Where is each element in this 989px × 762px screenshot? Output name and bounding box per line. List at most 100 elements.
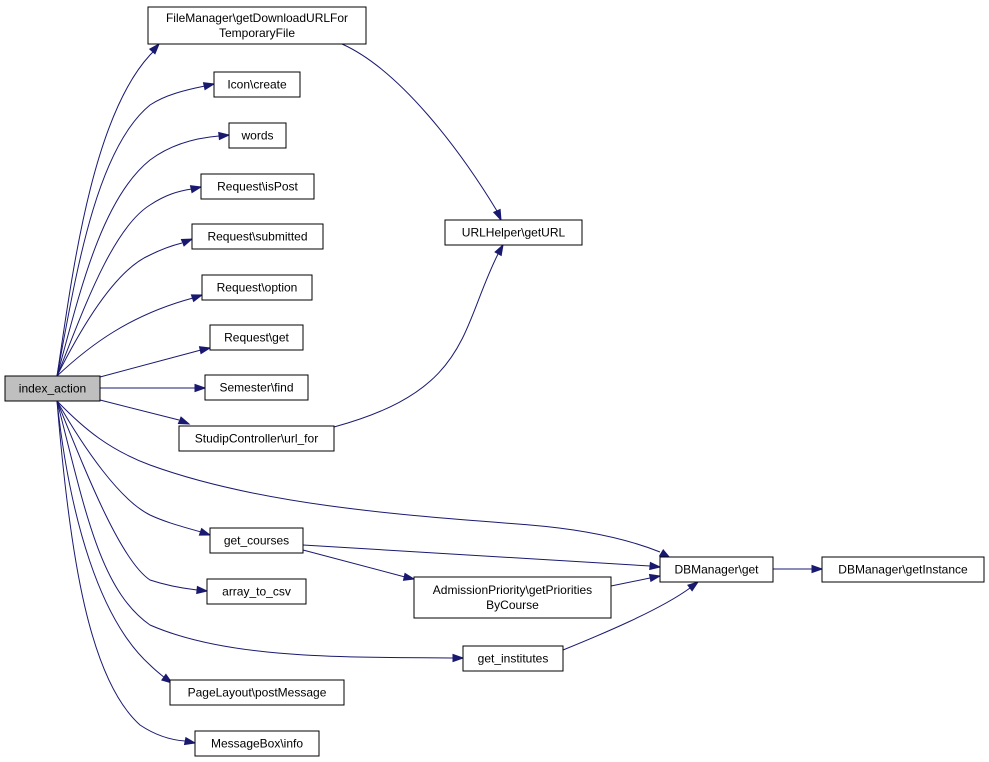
node-label: Request\submitted	[207, 230, 307, 244]
arrowhead	[148, 42, 161, 55]
edge-sc_url_for-to-url_geturl	[333, 243, 504, 428]
arrowhead	[202, 82, 216, 91]
node-req-submitted[interactable]: Request\submitted	[191, 223, 324, 250]
edge-index_action-to-get_courses	[56, 400, 212, 536]
edge-line	[56, 400, 166, 679]
arrowhead	[402, 572, 416, 581]
node-box	[413, 576, 612, 619]
arrowhead	[198, 346, 212, 355]
node-label: TemporaryFile	[219, 26, 295, 40]
node-box	[659, 556, 774, 583]
node-sc-url-for[interactable]: StudipController\url_for	[178, 425, 335, 452]
edge-line	[56, 400, 198, 591]
edge-get_courses-to-db_get	[302, 544, 662, 571]
node-req-get[interactable]: Request\get	[209, 324, 304, 351]
node-mb-info[interactable]: MessageBox\info	[194, 730, 320, 757]
node-label: array_to_csv	[222, 585, 291, 599]
arrowhead	[189, 185, 203, 194]
node-index-action[interactable]: index_action	[4, 375, 101, 402]
edge-line	[56, 400, 661, 553]
node-box	[201, 274, 313, 301]
arrowhead	[177, 416, 191, 425]
edge-index_action-to-req_ispost	[56, 185, 203, 377]
edge-line	[610, 577, 651, 587]
edge-get_courses-to-adm_prio	[302, 549, 416, 581]
edge-adm_prio-to-db_get	[610, 573, 662, 587]
node-box	[444, 219, 583, 246]
arrowhead	[811, 564, 824, 574]
edge-line	[341, 43, 498, 212]
arrowhead	[161, 673, 174, 684]
node-box	[228, 122, 287, 149]
edge-fm_download-to-url_geturl	[341, 43, 502, 222]
node-box	[213, 71, 301, 98]
node-fm-download[interactable]: FileManager\getDownloadURLForTemporaryFi…	[147, 6, 367, 45]
node-req-ispost[interactable]: Request\isPost	[200, 173, 315, 200]
node-label: Request\get	[224, 331, 289, 345]
node-label: StudipController\url_for	[195, 432, 318, 446]
node-url-geturl[interactable]: URLHelper\getURL	[444, 219, 583, 246]
edge-index_action-to-sem_find	[100, 383, 207, 393]
edge-line	[56, 47, 158, 377]
edge-index_action-to-icon_create	[56, 82, 216, 377]
node-label: MessageBox\info	[211, 737, 303, 751]
edge-line	[56, 400, 186, 742]
arrowhead	[452, 653, 465, 663]
node-box	[209, 527, 304, 554]
node-label: get_courses	[224, 534, 289, 548]
node-label: AdmissionPriority\getPriorities	[433, 583, 592, 597]
edge-index_action-to-req_option	[56, 294, 204, 377]
edge-index_action-to-fm_download	[56, 42, 161, 377]
node-label: Icon\create	[227, 78, 287, 92]
node-sem-find[interactable]: Semester\find	[204, 374, 309, 401]
arrowhead	[687, 581, 700, 592]
edge-line	[99, 399, 180, 421]
node-label: get_institutes	[478, 652, 549, 666]
edges-layer	[56, 42, 824, 746]
node-label: FileManager\getDownloadURLFor	[166, 11, 348, 25]
node-label: DBManager\getInstance	[838, 563, 968, 577]
edge-line	[56, 135, 220, 377]
arrowhead	[190, 294, 204, 303]
nodes-layer: index_action FileManager\getDownloadURLFo…	[4, 6, 985, 757]
edge-line	[302, 544, 651, 567]
arrowhead	[198, 527, 212, 536]
arrowhead	[649, 561, 662, 571]
edge-index_action-to-get_institutes	[56, 400, 465, 663]
node-label: Request\option	[217, 281, 298, 295]
edge-index_action-to-array_to_csv	[56, 400, 209, 595]
edge-index_action-to-mb_info	[56, 400, 197, 746]
arrowhead	[218, 131, 231, 141]
node-pl-post[interactable]: PageLayout\postMessage	[169, 679, 345, 706]
edge-index_action-to-db_get	[56, 400, 672, 559]
edge-db_get-to-db_instance	[773, 564, 824, 574]
node-words[interactable]: words	[228, 122, 287, 149]
node-box	[204, 374, 309, 401]
arrowhead	[492, 208, 502, 222]
arrowhead	[648, 573, 662, 583]
node-get-institutes[interactable]: get_institutes	[462, 645, 564, 672]
node-label: Request\isPost	[217, 180, 298, 194]
node-req-option[interactable]: Request\option	[201, 274, 313, 301]
edge-line	[56, 85, 206, 377]
node-label: PageLayout\postMessage	[188, 686, 327, 700]
node-label: words	[240, 129, 273, 143]
node-db-get[interactable]: DBManager\get	[659, 556, 774, 583]
edge-line	[56, 242, 183, 377]
node-box	[4, 375, 101, 402]
node-label: Semester\find	[219, 381, 293, 395]
node-db-instance[interactable]: DBManager\getInstance	[821, 556, 985, 583]
arrowhead	[194, 383, 207, 393]
node-icon-create[interactable]: Icon\create	[213, 71, 301, 98]
edge-line	[302, 549, 406, 578]
node-box	[206, 578, 307, 605]
arrowhead	[183, 736, 197, 746]
node-box	[169, 679, 345, 706]
edge-line	[56, 400, 455, 659]
edge-index_action-to-req_submitted	[56, 238, 194, 377]
node-array-to-csv[interactable]: array_to_csv	[206, 578, 307, 605]
edge-index_action-to-sc_url_for	[99, 399, 191, 425]
node-get-courses[interactable]: get_courses	[209, 527, 304, 554]
